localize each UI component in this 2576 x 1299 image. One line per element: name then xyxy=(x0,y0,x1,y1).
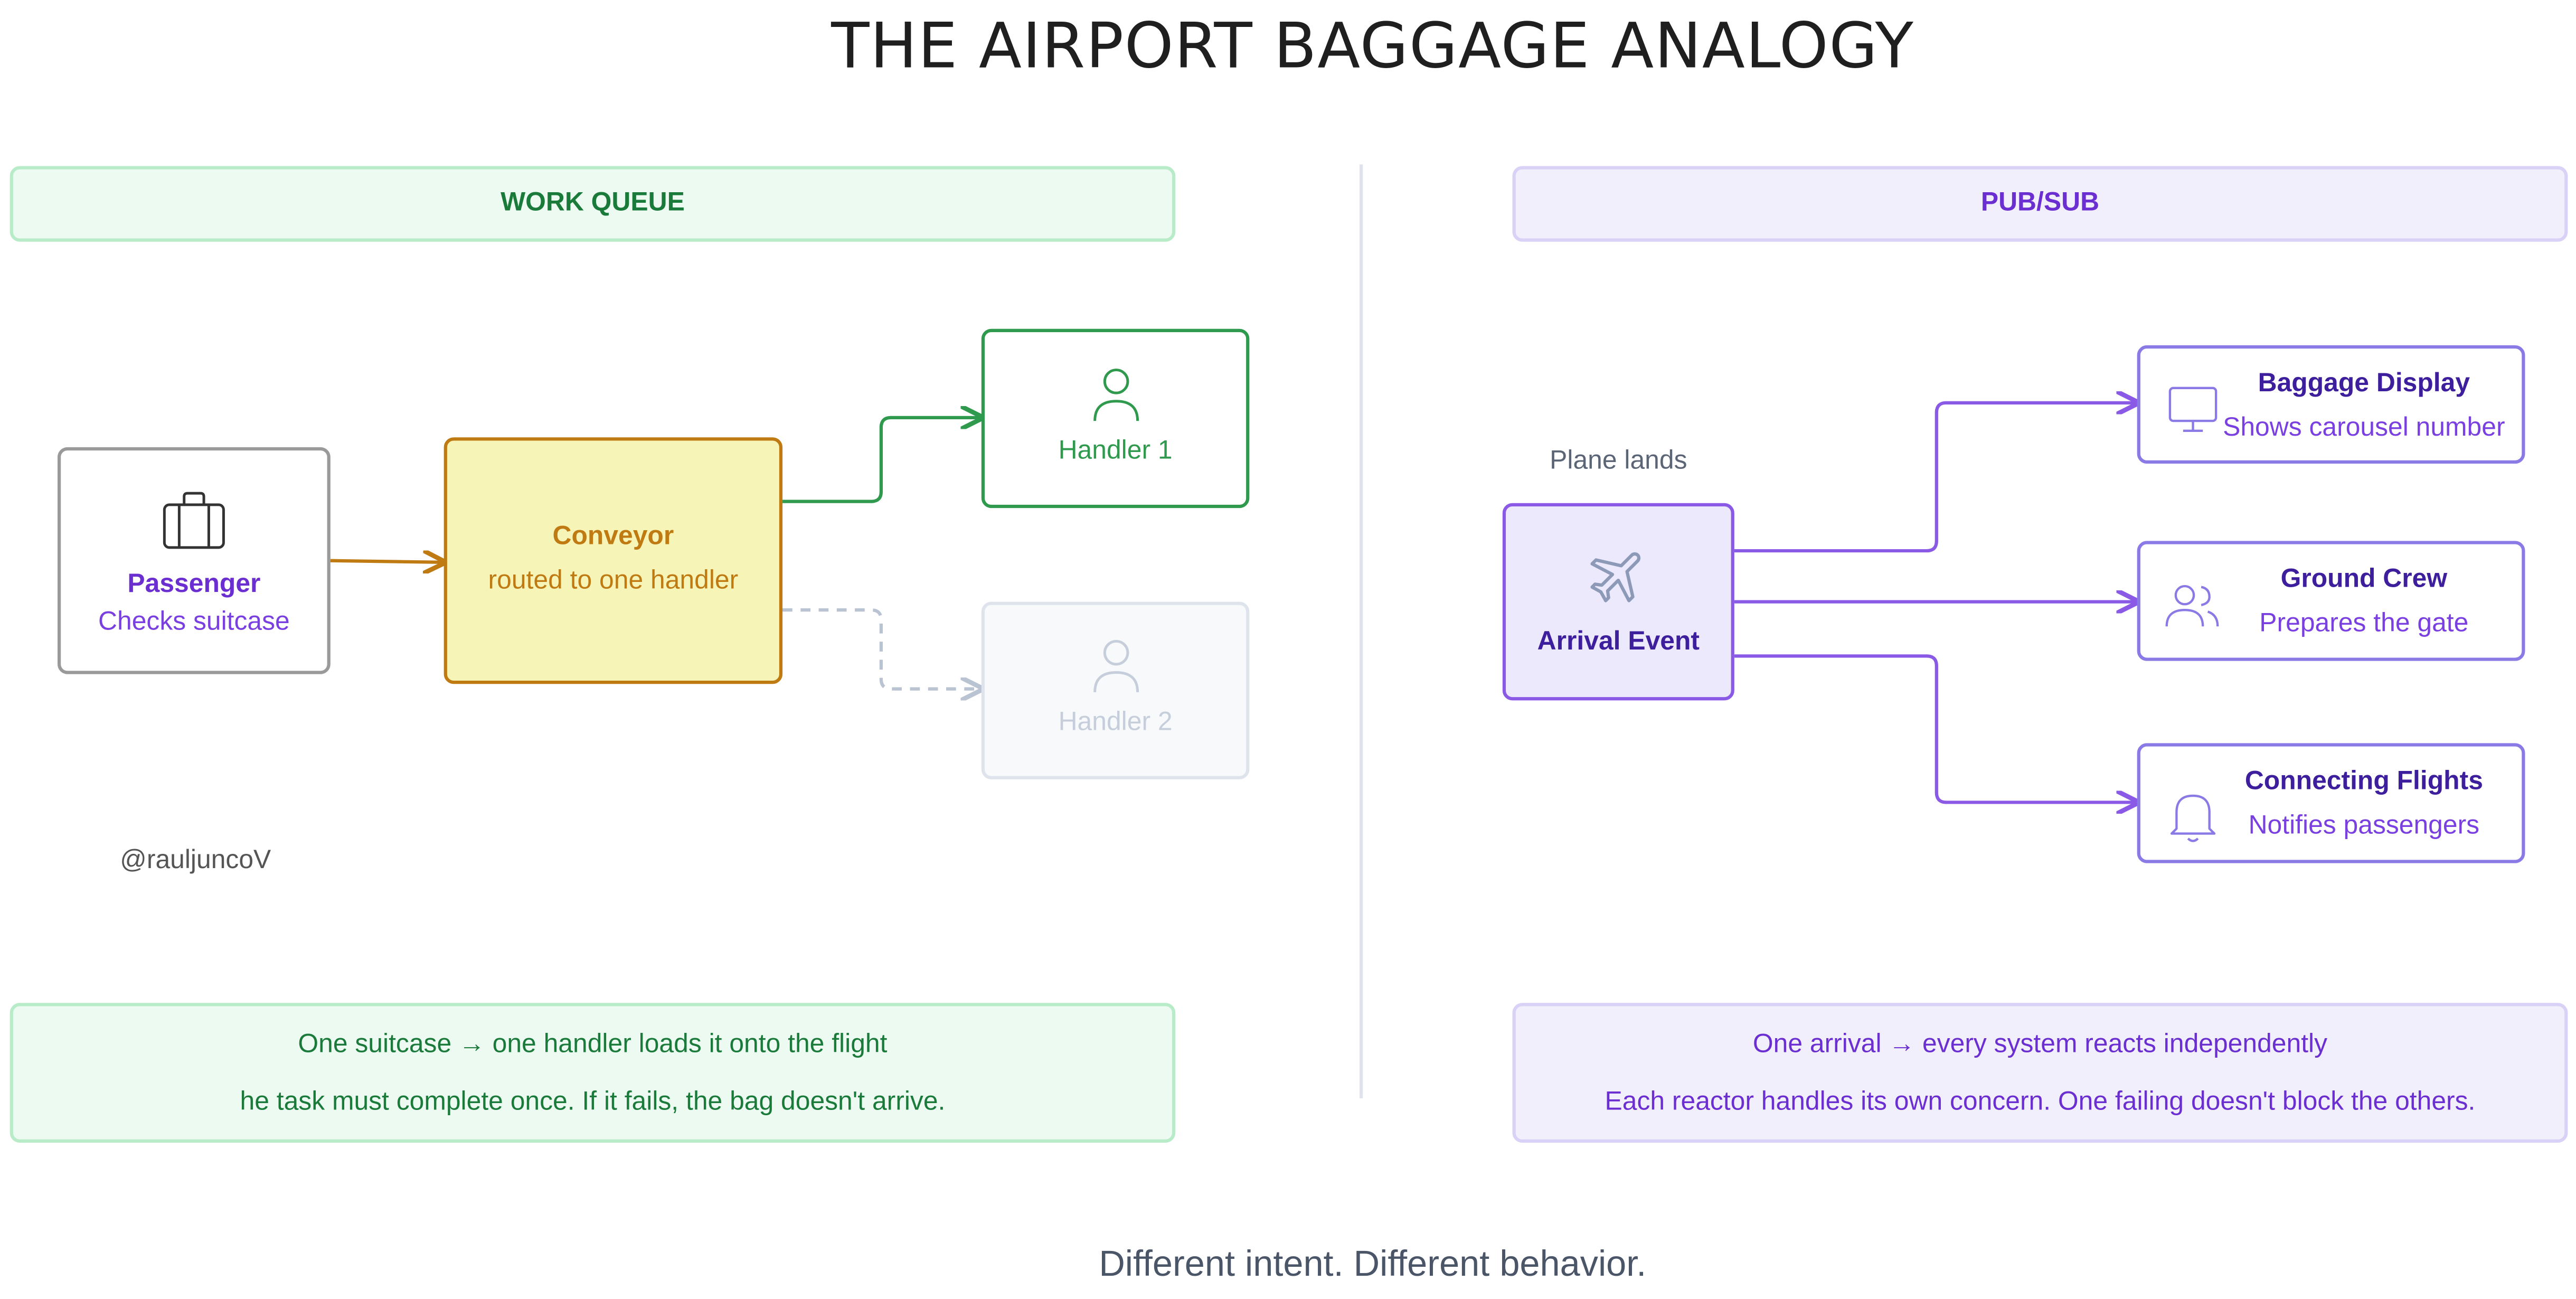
arrow-conveyor-to-handler2 xyxy=(782,608,982,689)
arrow-event-to-flights xyxy=(1734,654,2137,802)
work-queue-footer-line2: he task must complete once. If it fails,… xyxy=(240,1087,946,1116)
handler2-label: Handler 2 xyxy=(1058,708,1173,737)
subscriber-baggage-display: Baggage Display Shows carousel number xyxy=(2137,345,2525,464)
airplane-icon xyxy=(1589,552,1640,603)
person-icon xyxy=(1092,639,1138,692)
handler2-node: Handler 2 xyxy=(981,601,1250,779)
bell-icon xyxy=(2170,794,2216,842)
arrow-event-to-display xyxy=(1734,403,2137,553)
event-caption: Plane lands xyxy=(1550,447,1687,475)
conveyor-node: Conveyor routed to one handler xyxy=(444,437,783,684)
pub-sub-footer: One arrival → every system reacts indepe… xyxy=(1512,1003,2568,1143)
arrow-conveyor-to-handler1 xyxy=(782,418,982,503)
pub-sub-banner: PUB/SUB xyxy=(1512,166,2568,242)
person-icon xyxy=(1092,368,1138,420)
subscriber-subtitle: Shows carousel number xyxy=(2223,414,2505,443)
handler1-node: Handler 1 xyxy=(981,328,1250,509)
tagline: Different intent. Different behavior. xyxy=(1099,1242,1647,1284)
author-handle: @rauljuncoV xyxy=(120,846,271,875)
subscriber-ground-crew: Ground Crew Prepares the gate xyxy=(2137,541,2525,661)
passenger-node: Passenger Checks suitcase xyxy=(57,447,331,674)
passenger-subtitle: Checks suitcase xyxy=(98,608,290,636)
monitor-icon xyxy=(2168,387,2218,432)
users-icon xyxy=(2165,585,2219,627)
passenger-title: Passenger xyxy=(127,570,261,599)
work-queue-footer-line1: One suitcase → one handler loads it onto… xyxy=(298,1030,888,1058)
subscriber-subtitle: Notifies passengers xyxy=(2248,812,2480,841)
work-queue-footer: One suitcase → one handler loads it onto… xyxy=(10,1003,1176,1143)
suitcase-icon xyxy=(163,492,225,549)
subscriber-connecting-flights: Connecting Flights Notifies passengers xyxy=(2137,743,2525,863)
subscriber-title: Baggage Display xyxy=(2258,370,2470,398)
handler1-label: Handler 1 xyxy=(1058,436,1173,465)
diagram-title: THE AIRPORT BAGGAGE ANALOGY xyxy=(831,10,1914,82)
work-queue-banner: WORK QUEUE xyxy=(10,166,1176,242)
conveyor-subtitle: routed to one handler xyxy=(488,567,739,596)
arrival-event-node: Arrival Event xyxy=(1502,503,1734,701)
subscriber-title: Ground Crew xyxy=(2280,566,2448,594)
arrival-event-title: Arrival Event xyxy=(1537,628,1700,656)
pub-sub-footer-line1: One arrival → every system reacts indepe… xyxy=(1752,1030,2328,1058)
pub-sub-footer-line2: Each reactor handles its own concern. On… xyxy=(1605,1087,2476,1116)
subscriber-title: Connecting Flights xyxy=(2244,768,2483,796)
conveyor-title: Conveyor xyxy=(552,523,674,551)
section-divider xyxy=(1359,164,1363,1098)
arrow-passenger-to-conveyor xyxy=(330,561,444,562)
subscriber-subtitle: Prepares the gate xyxy=(2259,610,2469,638)
